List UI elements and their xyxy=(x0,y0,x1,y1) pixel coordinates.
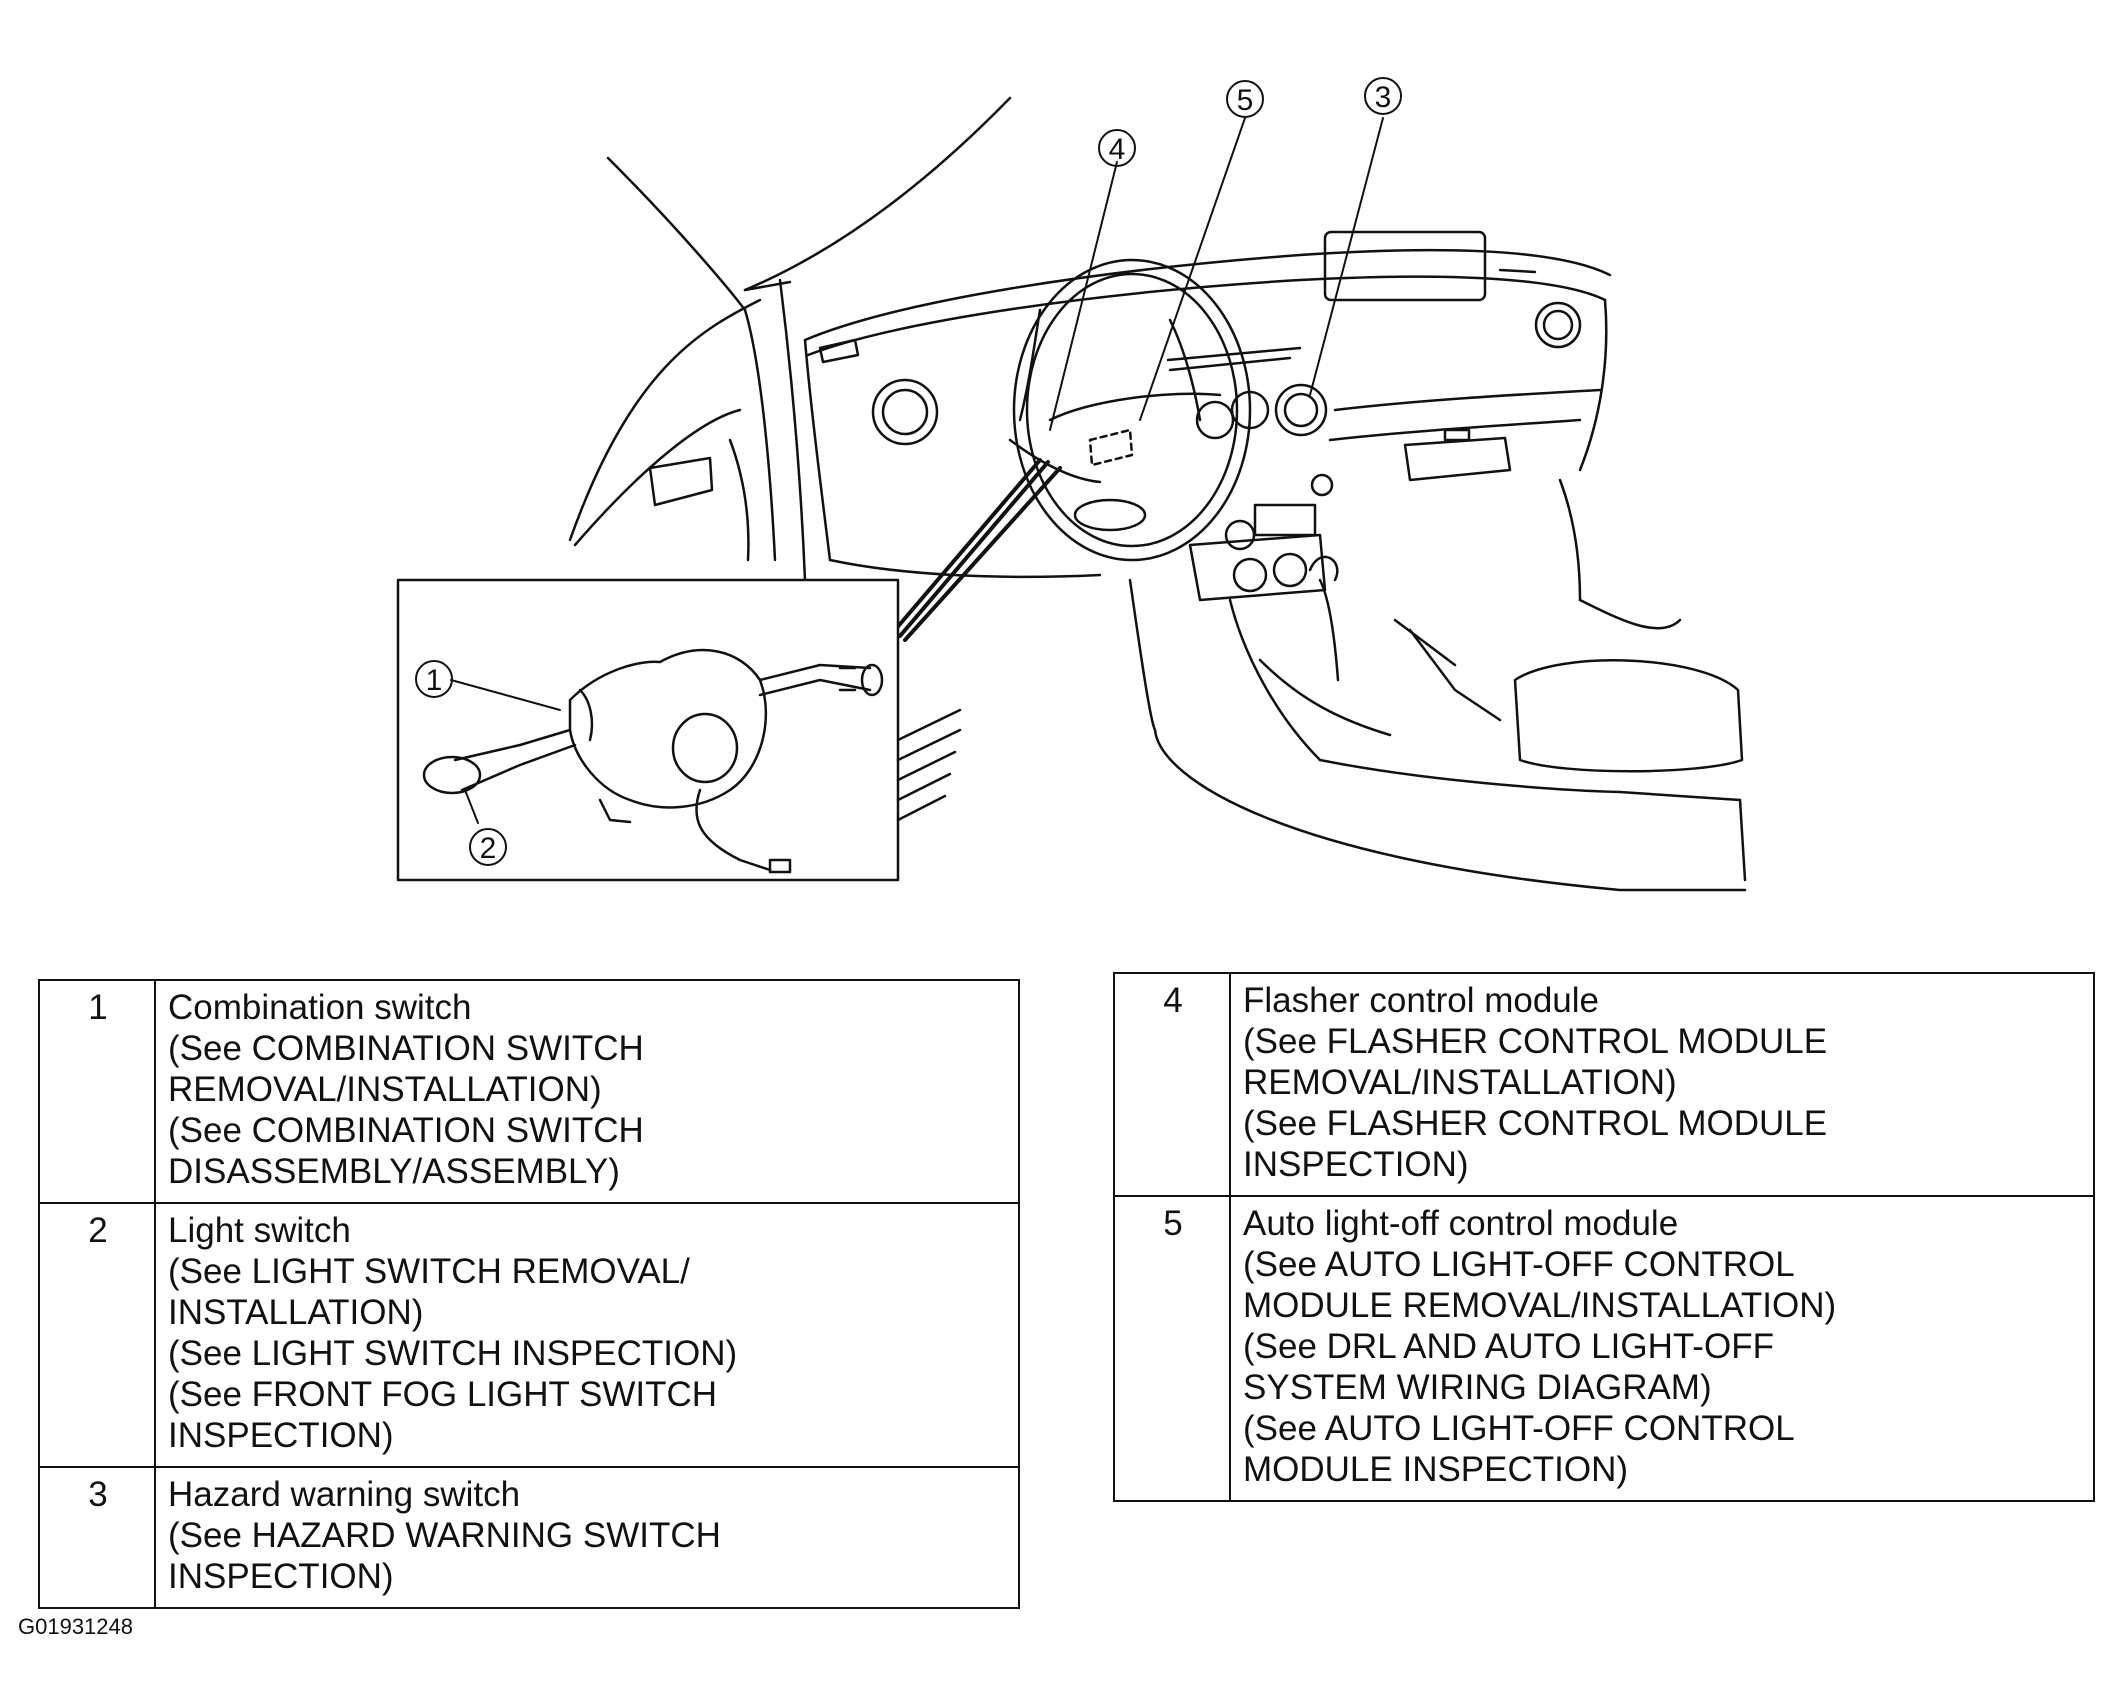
table-row: 2 Light switch (See LIGHT SWITCH REMOVAL… xyxy=(38,1202,1020,1468)
item-title: Light switch xyxy=(168,1211,351,1250)
legend-table-left: 1 Combination switch (See COMBINATION SW… xyxy=(38,979,1020,1609)
item-reference: REMOVAL/INSTALLATION) xyxy=(168,1070,602,1109)
item-reference: MODULE REMOVAL/INSTALLATION) xyxy=(1243,1286,1837,1325)
callout-3-circle xyxy=(1364,77,1402,115)
item-reference: (See FLASHER CONTROL MODULE xyxy=(1243,1022,1828,1061)
air-vents xyxy=(818,268,1582,446)
callout-5-circle xyxy=(1226,80,1264,118)
door-panel xyxy=(573,408,750,562)
item-description: Combination switch (See COMBINATION SWIT… xyxy=(154,979,1020,1204)
figure-id: G01931248 xyxy=(18,1614,133,1639)
item-reference: (See HAZARD WARNING SWITCH xyxy=(168,1516,721,1555)
item-title: Hazard warning switch xyxy=(168,1475,521,1514)
item-reference: SYSTEM WIRING DIAGRAM) xyxy=(1243,1368,1712,1407)
combination-switch-drawing xyxy=(422,648,884,874)
legend-table-right: 4 Flasher control module (See FLASHER CO… xyxy=(1113,972,2095,1502)
table-row: 4 Flasher control module (See FLASHER CO… xyxy=(1113,972,2095,1197)
callout-4-circle xyxy=(1098,129,1136,167)
item-reference: (See AUTO LIGHT-OFF CONTROL xyxy=(1243,1245,1795,1284)
item-number: 3 xyxy=(38,1466,156,1609)
item-title: Combination switch xyxy=(168,988,472,1027)
callout-2-circle xyxy=(469,828,507,866)
callout-1-circle xyxy=(415,660,453,698)
callout-leaders xyxy=(450,117,1384,824)
item-number: 2 xyxy=(38,1202,156,1468)
item-title: Auto light-off control module xyxy=(1243,1204,1679,1243)
callout-labels: 1 2 3 4 5 xyxy=(426,81,1392,865)
item-reference: INSPECTION) xyxy=(168,1557,394,1596)
a-pillar-lines xyxy=(568,96,1012,582)
callout-5: 5 xyxy=(1237,84,1254,117)
item-reference: (See FRONT FOG LIGHT SWITCH xyxy=(168,1375,718,1414)
callout-markers xyxy=(415,77,1402,866)
item-reference: DISASSEMBLY/ASSEMBLY) xyxy=(168,1152,620,1191)
callout-3: 3 xyxy=(1375,81,1392,114)
inset-leader xyxy=(893,458,1062,642)
item-reference: (See FLASHER CONTROL MODULE xyxy=(1243,1104,1828,1143)
item-title: Flasher control module xyxy=(1243,981,1599,1020)
item-number: 4 xyxy=(1113,972,1231,1197)
item-reference: (See AUTO LIGHT-OFF CONTROL xyxy=(1243,1409,1795,1448)
item-number: 1 xyxy=(38,979,156,1204)
glovebox xyxy=(1323,230,1512,482)
table-row: 1 Combination switch (See COMBINATION SW… xyxy=(38,979,1020,1204)
callout-1: 1 xyxy=(426,664,443,697)
table-row: 5 Auto light-off control module (See AUT… xyxy=(1113,1195,2095,1502)
item-reference: (See COMBINATION SWITCH xyxy=(168,1029,644,1068)
item-description: Light switch (See LIGHT SWITCH REMOVAL/ … xyxy=(154,1202,1020,1468)
item-reference: (See LIGHT SWITCH INSPECTION) xyxy=(168,1334,738,1373)
table-row: 3 Hazard warning switch (See HAZARD WARN… xyxy=(38,1466,1020,1609)
steering-wheel xyxy=(1008,258,1252,562)
item-description: Flasher control module (See FLASHER CONT… xyxy=(1229,972,2095,1197)
item-reference: (See LIGHT SWITCH REMOVAL/ xyxy=(168,1252,690,1291)
item-reference: INSPECTION) xyxy=(1243,1145,1469,1184)
center-console xyxy=(1128,478,1747,892)
item-number: 5 xyxy=(1113,1195,1231,1502)
item-description: Hazard warning switch (See HAZARD WARNIN… xyxy=(154,1466,1020,1609)
item-reference: INSPECTION) xyxy=(168,1416,394,1455)
item-description: Auto light-off control module (See AUTO … xyxy=(1229,1195,2095,1502)
item-reference: MODULE INSPECTION) xyxy=(1243,1450,1629,1489)
item-reference: (See DRL AND AUTO LIGHT-OFF xyxy=(1243,1327,1774,1366)
item-reference: REMOVAL/INSTALLATION) xyxy=(1243,1063,1677,1102)
item-reference: INSTALLATION) xyxy=(168,1293,424,1332)
callout-2: 2 xyxy=(480,832,497,865)
callout-4: 4 xyxy=(1109,133,1126,166)
item-reference: (See COMBINATION SWITCH xyxy=(168,1111,644,1150)
